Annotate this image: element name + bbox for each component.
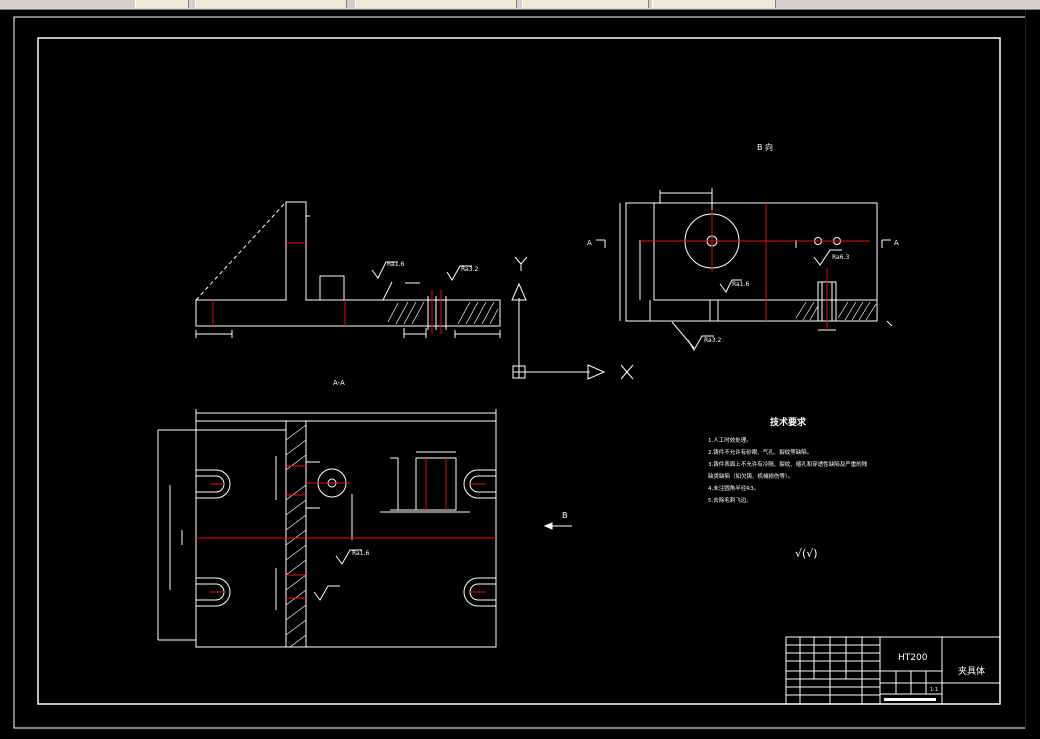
ra-label-6: Ra1.6	[352, 550, 369, 557]
tech-req-item-6: 5.去除毛刺飞边。	[708, 496, 752, 504]
drawing-canvas[interactable]: Ra1.6 Ra3.2	[0, 10, 1040, 739]
lineweight-dropdown[interactable]	[522, 0, 649, 8]
tech-req-title: 技术要求	[770, 416, 807, 428]
title-block	[785, 636, 1001, 705]
section-aa-title: A-A	[333, 379, 345, 387]
b-view-centerlines	[640, 203, 870, 330]
front-view-hatch	[387, 301, 499, 325]
view-b-arrow	[543, 522, 572, 530]
layer-dropdown[interactable]	[195, 0, 347, 8]
toolbar-strip	[0, 0, 1040, 10]
tech-req-item-5: 4.未注圆角半径R3。	[708, 484, 759, 492]
ra-label-1: Ra1.6	[387, 261, 404, 268]
ra-label-4: Ra1.6	[732, 281, 749, 288]
section-roughness-marks	[313, 549, 362, 601]
tech-req-item-2: 2.铸件不允许有砂眼、气孔、裂纹等缺陷。	[708, 448, 812, 456]
ucs-icon	[511, 256, 634, 380]
front-view-holes	[427, 290, 447, 334]
tech-req-item-3: 3.铸件表面上不允许有冷隔、裂纹、缩孔和穿透性缺陷及严重的残	[708, 460, 868, 468]
ra-label-3: Ra6.3	[832, 254, 849, 261]
roughness-note: √(√)	[795, 547, 818, 560]
tech-req-item-1: 1.人工时效处理。	[708, 436, 752, 444]
front-roughness-marks	[371, 261, 472, 301]
title-block-scale: 1:1	[930, 687, 938, 693]
view-b-title: B 向	[757, 142, 773, 152]
title-block-bar	[884, 698, 936, 701]
ra-label-2: Ra3.2	[461, 266, 478, 273]
section-aa-centerlines	[196, 458, 496, 599]
b-view-hatch	[795, 301, 877, 321]
title-block-material: HT200	[898, 653, 928, 663]
section-mark-a-left: A	[587, 239, 592, 247]
tech-req-item-4: 缺类缺陷（如欠铸、机械损伤等）。	[708, 472, 793, 480]
section-mark-a-right: A	[894, 239, 899, 247]
cad-drawing[interactable]: Ra1.6 Ra3.2	[0, 10, 1026, 739]
plotstyle-dropdown[interactable]	[652, 0, 776, 8]
section-aa-view	[157, 409, 497, 648]
b-view-roughness-marks	[671, 249, 842, 351]
vertical-scrollbar[interactable]	[1025, 10, 1040, 729]
sheet-inner-border	[37, 37, 1001, 705]
view-b-arrow-label: B	[562, 511, 568, 520]
sheet-outer-border	[13, 16, 1026, 729]
title-block-part-name: 夹具体	[958, 665, 985, 677]
ra-label-5: Ra3.2	[704, 337, 721, 344]
section-aa-hatch	[285, 424, 307, 648]
linetype-dropdown[interactable]	[355, 0, 517, 8]
front-view	[195, 201, 501, 338]
toolbar-icon-group[interactable]	[135, 0, 189, 8]
